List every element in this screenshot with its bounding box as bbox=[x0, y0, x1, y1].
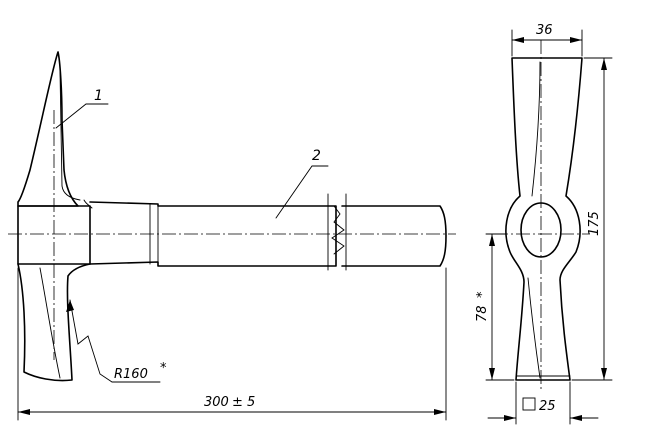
part-2-label: 2 bbox=[312, 148, 321, 164]
height-lower-mark: * bbox=[475, 291, 490, 298]
side-view: 1 2 R160 * 300 ± 5 bbox=[8, 51, 456, 421]
head-upper-pick bbox=[17, 51, 79, 207]
height-total-label: 175 bbox=[587, 211, 602, 236]
break-line bbox=[327, 193, 347, 271]
length-label: 300 bbox=[204, 395, 229, 410]
front-outline bbox=[505, 57, 583, 381]
section-label: 25 bbox=[539, 399, 556, 414]
square-section-symbol bbox=[522, 397, 536, 411]
length-tolerance: ± 5 bbox=[232, 395, 255, 410]
radius-label: R160 bbox=[114, 367, 148, 382]
radius-mark: * bbox=[160, 361, 167, 376]
head-lower-blade bbox=[17, 263, 91, 382]
width-label: 36 bbox=[536, 23, 553, 38]
part-1-label: 1 bbox=[94, 88, 103, 104]
handle-left bbox=[89, 201, 337, 267]
height-lower-label: 78 bbox=[475, 305, 490, 322]
front-view: 36 175 78 * 25 bbox=[475, 23, 613, 425]
handle-right bbox=[341, 205, 447, 267]
